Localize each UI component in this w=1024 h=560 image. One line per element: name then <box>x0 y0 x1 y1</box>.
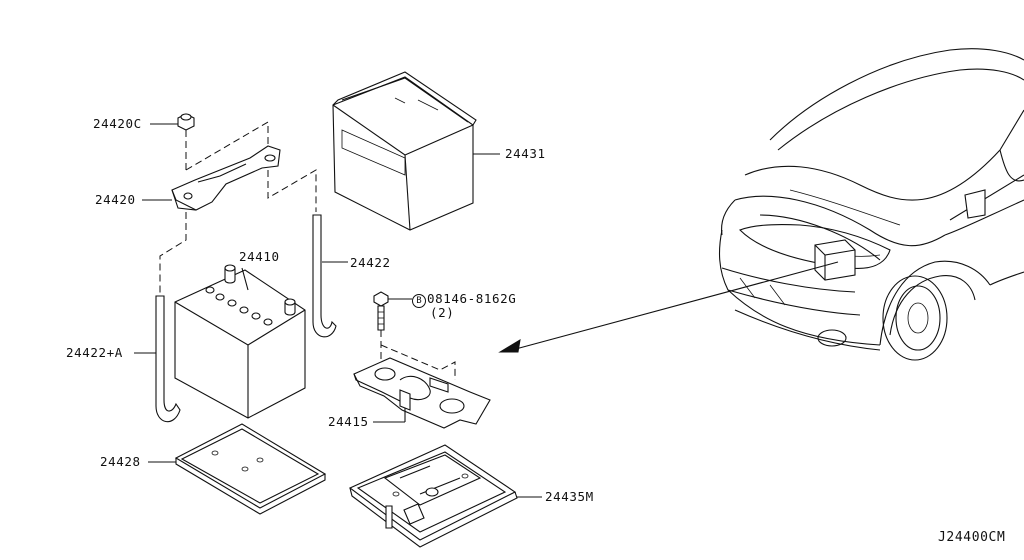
part-label-24420: 24420 <box>95 192 136 207</box>
bolt-08146-8162g <box>373 291 456 380</box>
mat-24428 <box>148 423 327 515</box>
bolt-quantity: (2) <box>430 305 455 320</box>
part-label-24420c: 24420C <box>93 116 142 131</box>
part-label-24431: 24431 <box>505 146 546 161</box>
nut-24420c <box>150 113 195 131</box>
part-label-24435m: 24435M <box>545 489 594 504</box>
part-label-24422: 24422 <box>350 255 391 270</box>
vehicle-illustration <box>718 48 1024 361</box>
part-label-24415: 24415 <box>328 414 369 429</box>
diagram-code: J24400CM <box>938 530 1006 545</box>
tray-24435m <box>348 444 542 548</box>
battery-24410 <box>174 264 306 419</box>
rod-24422 <box>312 214 348 338</box>
bracket-24420 <box>142 121 317 296</box>
location-arrow <box>498 261 839 353</box>
bolt-part-number: 08146-8162G <box>427 291 517 306</box>
part-label-24428: 24428 <box>100 454 141 469</box>
rod-24422a <box>134 295 181 423</box>
part-label-24410: 24410 <box>239 249 280 264</box>
holder-24415 <box>353 357 491 429</box>
bolt-symbol-icon: B <box>412 294 426 308</box>
cover-24431 <box>332 71 500 231</box>
part-label-24422a: 24422+A <box>66 345 123 360</box>
